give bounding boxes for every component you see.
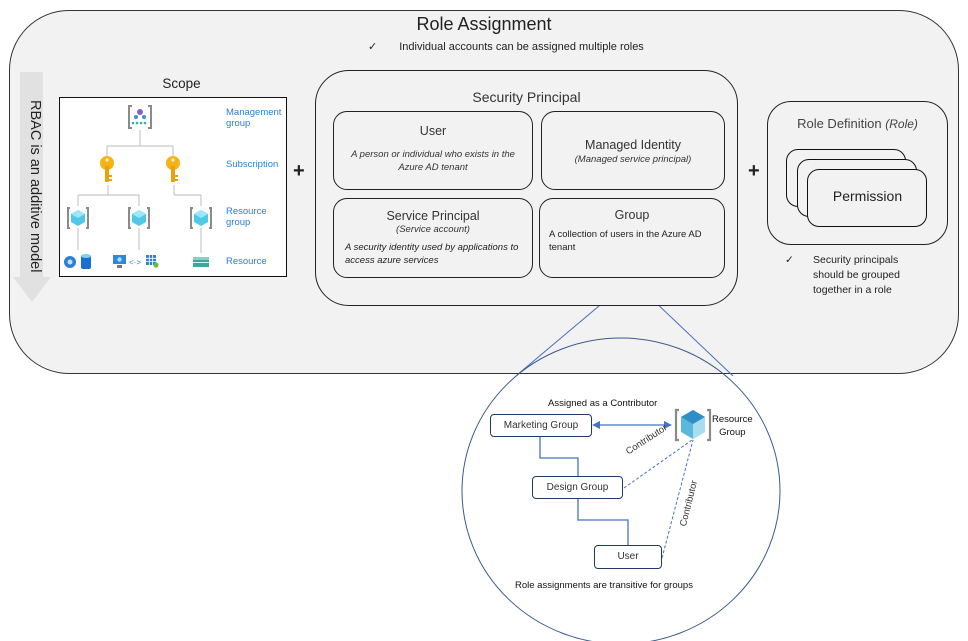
card-service-principal-subtitle: (Service account) — [396, 224, 470, 235]
permission-label: Permission — [832, 188, 903, 204]
scope-level-subscription: Subscription — [226, 159, 279, 170]
card-user: User A person or individual who exists i… — [333, 111, 533, 190]
security-principal-title: Security Principal — [472, 89, 581, 105]
role-grouping-note: ✓ Security principals should be grouped … — [785, 253, 900, 298]
assigned-contributor-label: Assigned as a Contributor — [548, 398, 658, 409]
node-user: User — [594, 545, 662, 569]
subscription-key-icon — [166, 156, 180, 182]
note-line: Security principals — [813, 254, 899, 266]
card-service-principal-title: Service Principal — [386, 209, 480, 223]
scope-title: Scope — [162, 76, 201, 91]
card-group: Group A collection of users in the Azure… — [539, 198, 725, 278]
role-definition-panel — [767, 101, 948, 245]
checkmark-icon: ✓ — [368, 41, 378, 53]
subscription-key-icon — [100, 156, 114, 182]
code-brackets-icon: <·> — [129, 258, 141, 267]
management-group-icon — [128, 105, 152, 129]
globe-network-icon — [64, 256, 76, 268]
card-group-desc: A collection of users in the Azure AD te… — [549, 229, 702, 253]
down-arrow-icon — [13, 277, 51, 302]
card-managed-identity-subtitle: (Managed service principal) — [574, 154, 692, 165]
node-design-group: Design Group — [532, 476, 623, 499]
down-arrow-shaft — [20, 72, 43, 277]
scope-level-resource: Resource — [226, 256, 267, 267]
card-managed-identity: Managed Identity (Managed service princi… — [541, 111, 725, 190]
svg-text:<·>: <·> — [129, 258, 141, 267]
card-service-principal: Service Principal (Service account) A se… — [333, 198, 533, 278]
resource-group-cube-icon — [190, 207, 212, 229]
card-user-desc: A person or individual who exists in the… — [351, 149, 515, 173]
rbac-arrow-label: RBAC is an additive model — [27, 100, 43, 273]
multiple-roles-note: ✓ Individual accounts can be assigned mul… — [368, 40, 644, 53]
resource-group-cube-icon — [128, 207, 150, 229]
plus-operator: + — [748, 160, 760, 182]
node-marketing-group: Marketing Group — [490, 414, 592, 437]
monitor-vm-icon — [113, 255, 126, 268]
plus-operator: + — [293, 160, 305, 182]
note-line: should be grouped — [813, 269, 900, 281]
scope-hierarchy-graphic: <·> — [64, 105, 212, 269]
card-user-title: User — [419, 124, 447, 138]
hierarchy-connectors — [77, 130, 202, 253]
card-group-title: Group — [614, 208, 650, 222]
role-definition-title: Role Definition (Role) — [797, 116, 918, 131]
checkmark-icon: ✓ — [785, 254, 794, 266]
diagram-title: Role Assignment — [416, 14, 552, 34]
card-service-principal-desc: A security identity used by applications… — [345, 242, 519, 266]
note-line: together in a role — [813, 284, 892, 296]
card-managed-identity-title: Managed Identity — [585, 138, 681, 152]
transitive-caption: Role assignments are transitive for grou… — [515, 580, 693, 591]
grid-app-icon — [146, 255, 159, 268]
permission-card-front — [807, 169, 927, 227]
resource-group-cube-icon — [67, 207, 89, 229]
database-cylinder-icon — [81, 254, 91, 269]
multiple-roles-note-text: Individual accounts can be assigned mult… — [399, 41, 644, 53]
storage-drawer-icon — [193, 257, 209, 267]
